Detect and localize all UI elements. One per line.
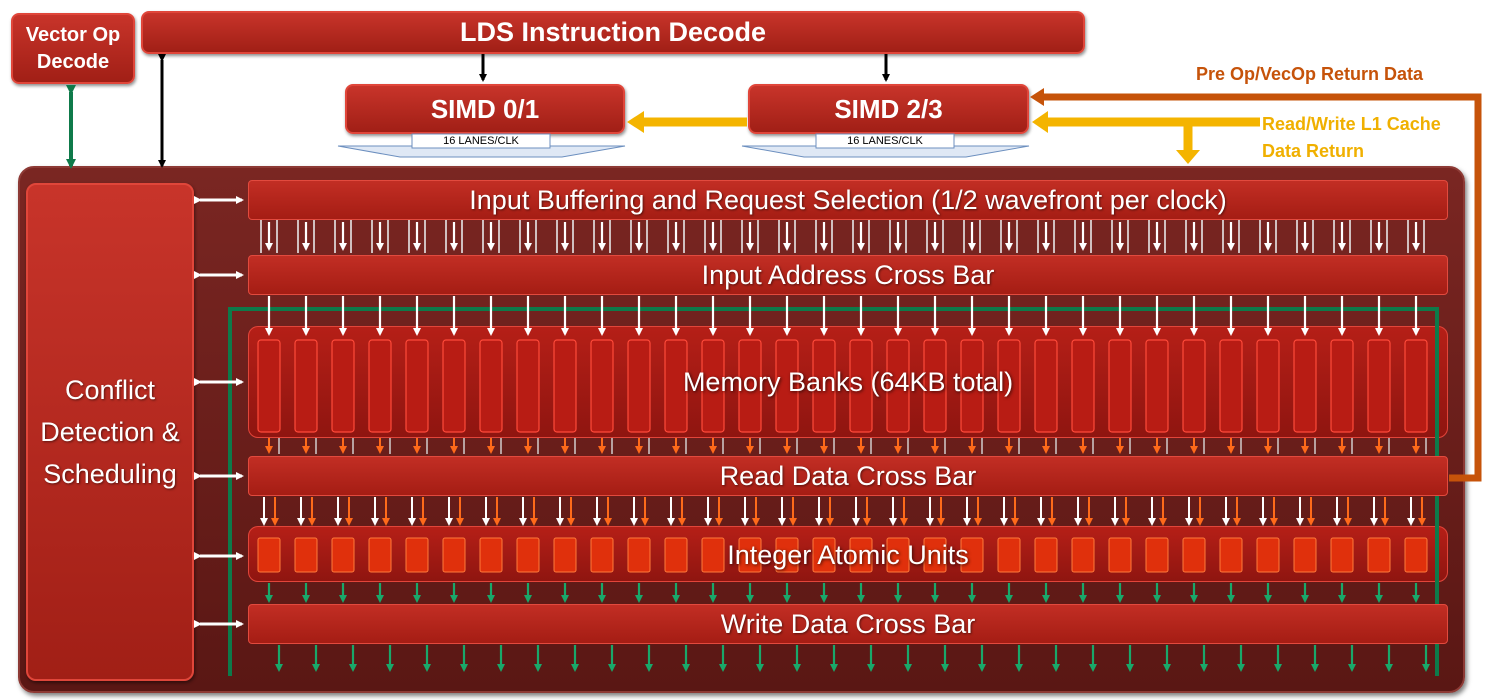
atomic-unit-cell (368, 537, 392, 573)
memory-bank-cell (664, 339, 688, 433)
memory-bank-cell (1367, 339, 1391, 433)
memory-bank-cell (775, 339, 799, 433)
memory-bank-cell (294, 339, 318, 433)
pre-op-return-arrowhead (1030, 88, 1044, 106)
atomic-unit-cell (516, 537, 540, 573)
atomic-unit-cell (553, 537, 577, 573)
simd-0-1-lanes-label: 16 LANES/CLK (443, 135, 519, 147)
simd-0-1-lanes-shape (337, 133, 626, 158)
atomic-unit-cell (331, 537, 355, 573)
atomic-unit-cell (1219, 537, 1243, 573)
simd-2-3-label: SIMD 2/3 (834, 93, 943, 124)
simd-0-1-box: SIMD 0/1 (345, 84, 625, 134)
l1-cache-down-arrowhead (1176, 150, 1200, 164)
conflict-detection-box: Conflict Detection & Scheduling (26, 183, 194, 681)
lane-arrows (260, 220, 1430, 672)
atomic-unit-cell (886, 537, 910, 573)
atomic-unit-cell (1034, 537, 1058, 573)
memory-bank-cell (590, 339, 614, 433)
memory-bank-cell (368, 339, 392, 433)
memory-bank-cell (553, 339, 577, 433)
vector-op-decode-label: Vector Op Decode (25, 23, 121, 73)
memory-bank-cell (886, 339, 910, 433)
pre-op-return-path (1040, 93, 1482, 482)
memory-bank-cell (738, 339, 762, 433)
atomic-unit-cell (1404, 537, 1428, 573)
atomic-unit-cell (627, 537, 651, 573)
atomic-unit-cell (1330, 537, 1354, 573)
memory-bank-cell (1034, 339, 1058, 433)
memory-bank-cell (257, 339, 281, 433)
memory-bank-cell (479, 339, 503, 433)
memory-bank-cell (1145, 339, 1169, 433)
memory-bank-cell (331, 339, 355, 433)
conflict-bus-arrows (194, 196, 244, 628)
l1-cache-return-label: Read/Write L1 Cache Data Return (1262, 114, 1441, 161)
lds-instruction-decode-box: LDS Instruction Decode (141, 11, 1085, 54)
memory-bank-cell (701, 339, 725, 433)
input-buffering-label: Input Buffering and Request Selection (1… (469, 184, 1227, 215)
atomic-unit-cell (849, 537, 873, 573)
atomic-unit-cell (960, 537, 984, 573)
input-address-crossbar-bar: Input Address Cross Bar (248, 255, 1448, 295)
memory-bank-cell (627, 339, 651, 433)
memory-bank-cell (997, 339, 1021, 433)
pre-op-return-label: Pre Op/VecOp Return Data (1196, 64, 1424, 84)
read-data-crossbar-label: Read Data Cross Bar (719, 460, 977, 491)
memory-bank-cell (405, 339, 429, 433)
memory-bank-cell (849, 339, 873, 433)
simd-2-3-lanes-shape (741, 133, 1030, 158)
atomic-unit-cell (405, 537, 429, 573)
simd-0-1-label: SIMD 0/1 (430, 93, 540, 124)
read-data-crossbar-bar: Read Data Cross Bar (248, 456, 1448, 496)
write-data-crossbar-bar: Write Data Cross Bar (248, 604, 1448, 644)
atomic-unit-cells (257, 537, 1428, 573)
atomic-unit-cell (738, 537, 762, 573)
memory-bank-cell (1293, 339, 1317, 433)
memory-bank-cell (1219, 339, 1243, 433)
memory-bank-cell (516, 339, 540, 433)
atomic-unit-cell (590, 537, 614, 573)
vector-op-decode-box: Vector Op Decode (11, 13, 135, 84)
memory-bank-cell (1330, 339, 1354, 433)
lds-instruction-decode-label: LDS Instruction Decode (459, 17, 767, 47)
simd-2-3-box: SIMD 2/3 (748, 84, 1029, 134)
atomic-unit-cell (479, 537, 503, 573)
simd-2-3-lanes-label: 16 LANES/CLK (847, 135, 923, 147)
atomic-unit-cell (923, 537, 947, 573)
memory-bank-cell (960, 339, 984, 433)
atomic-unit-cell (1108, 537, 1132, 573)
memory-bank-cell (442, 339, 466, 433)
atomic-unit-cell (442, 537, 466, 573)
atomic-unit-cell (775, 537, 799, 573)
atomic-unit-cell (1145, 537, 1169, 573)
atomic-unit-cell (812, 537, 836, 573)
conflict-detection-label: Conflict Detection & Scheduling (40, 375, 180, 489)
input-address-crossbar-label: Input Address Cross Bar (701, 259, 995, 290)
atomic-unit-cell (701, 537, 725, 573)
atomic-unit-cell (1367, 537, 1391, 573)
integer-atomic-units-label: Integer Atomic Units (727, 539, 969, 570)
memory-bank-cell (1071, 339, 1095, 433)
atomic-unit-cell (1256, 537, 1280, 573)
memory-bank-cell (1182, 339, 1206, 433)
atomic-unit-cell (1071, 537, 1095, 573)
memory-bank-cells (257, 339, 1428, 433)
atomic-unit-cell (294, 537, 318, 573)
atomic-unit-cell (1293, 537, 1317, 573)
memory-bank-cell (812, 339, 836, 433)
atomic-unit-cell (257, 537, 281, 573)
write-data-crossbar-label: Write Data Cross Bar (720, 608, 976, 639)
input-buffering-bar: Input Buffering and Request Selection (1… (248, 180, 1448, 220)
memory-bank-cell (1108, 339, 1132, 433)
atomic-unit-cell (997, 537, 1021, 573)
memory-bank-cell (923, 339, 947, 433)
atomic-unit-cell (664, 537, 688, 573)
memory-bank-cell (1404, 339, 1428, 433)
memory-bank-cell (1256, 339, 1280, 433)
atomic-unit-cell (1182, 537, 1206, 573)
memory-banks-label: Memory Banks (64KB total) (682, 366, 1014, 397)
